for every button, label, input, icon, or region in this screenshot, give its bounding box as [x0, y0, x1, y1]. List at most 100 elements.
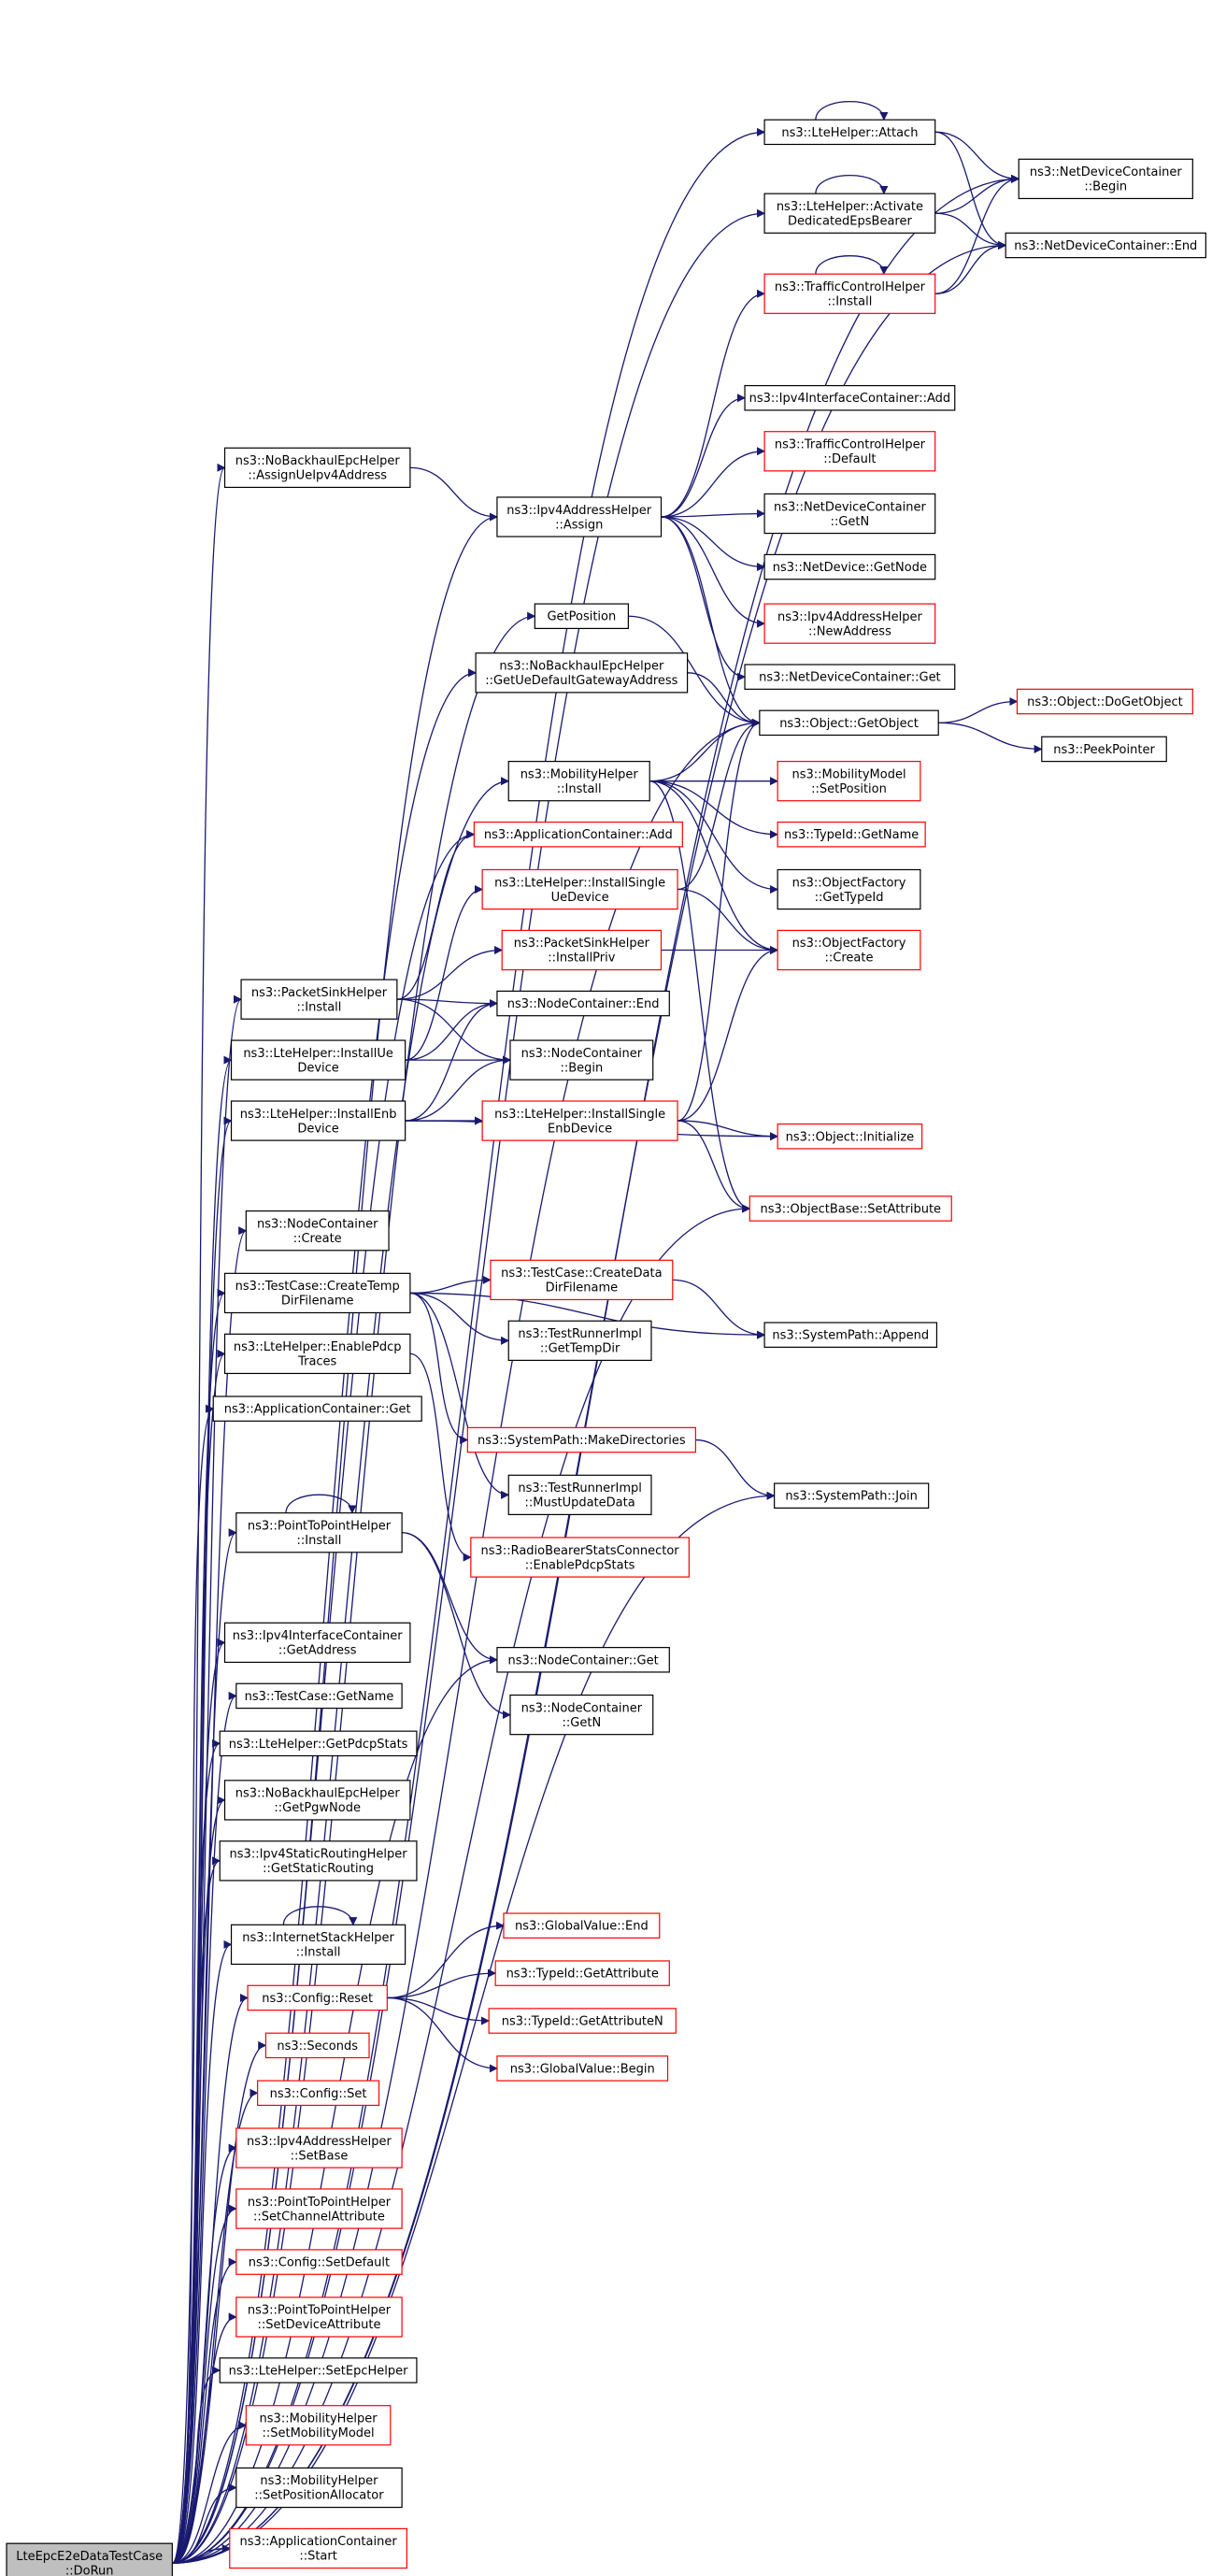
- function-node-tri-mustupdate[interactable]: ns3::TestRunnerImpl::MustUpdateData: [507, 1474, 652, 1516]
- node-label: ns3::PointToPointHelper: [248, 2304, 392, 2318]
- node-box: [777, 760, 921, 802]
- function-node-attach[interactable]: ns3::LteHelper::Attach: [763, 119, 936, 146]
- function-node-mh-setmobility[interactable]: ns3::MobilityHelper::SetMobilityModel: [245, 2405, 392, 2446]
- node-box: [763, 273, 936, 314]
- function-node-typeid-getname[interactable]: ns3::TypeId::GetName: [777, 821, 926, 848]
- function-node-tch-default[interactable]: ns3::TrafficControlHelper::Default: [763, 431, 936, 472]
- function-node-mh-install[interactable]: ns3::MobilityHelper::Install: [507, 760, 650, 802]
- function-node-rbsc-enablepdcp[interactable]: ns3::RadioBearerStatsConnector::EnablePd…: [470, 1537, 690, 1578]
- function-node-ipv4ah-setbase[interactable]: ns3::Ipv4AddressHelper::SetBase: [235, 2127, 403, 2168]
- function-node-typeid-getattrn[interactable]: ns3::TypeId::GetAttributeN: [488, 2008, 677, 2034]
- node-label: ns3::ObjectFactory: [792, 937, 906, 951]
- function-node-peekpointer[interactable]: ns3::PeekPointer: [1041, 736, 1167, 763]
- node-box: [1016, 688, 1193, 715]
- function-node-nc-getn[interactable]: ns3::NodeContainer::GetN: [509, 1694, 654, 1736]
- call-edge: [409, 1292, 469, 1445]
- function-node-tc-getname[interactable]: ns3::TestCase::GetName: [235, 1682, 403, 1710]
- call-edge: [409, 466, 498, 522]
- function-node-root[interactable]: LteEpcE2eDataTestCase::DoRun: [6, 2542, 173, 2576]
- function-node-gv-end[interactable]: ns3::GlobalValue::End: [503, 1912, 661, 1939]
- node-label: ns3::NoBackhaulEpcHelper: [235, 1787, 401, 1801]
- function-node-appc-add[interactable]: ns3::ApplicationContainer::Add: [473, 821, 683, 848]
- function-node-ipv4ic-getaddr[interactable]: ns3::Ipv4InterfaceContainer::GetAddress: [223, 1622, 411, 1664]
- function-node-appc-start[interactable]: ns3::ApplicationContainer::Start: [229, 2527, 407, 2569]
- function-node-ipv4ic-add[interactable]: ns3::Ipv4InterfaceContainer::Add: [744, 384, 956, 411]
- function-node-config-set[interactable]: ns3::Config::Set: [257, 2080, 380, 2107]
- function-node-typeid-getattr[interactable]: ns3::TypeId::GetAttribute: [494, 1960, 670, 1986]
- function-node-sp-makedirs[interactable]: ns3::SystemPath::MakeDirectories: [466, 1426, 696, 1453]
- function-node-obj-dogetobject[interactable]: ns3::Object::DoGetObject: [1016, 688, 1193, 715]
- node-label: ns3::TypeId::GetName: [784, 828, 919, 842]
- function-node-getposition[interactable]: GetPosition: [534, 603, 629, 629]
- function-node-nc-get[interactable]: ns3::NodeContainer::Get: [496, 1647, 670, 1673]
- node-label: ::SetPositionAllocator: [254, 2489, 384, 2503]
- function-node-obj-initialize[interactable]: ns3::Object::Initialize: [777, 1123, 923, 1150]
- function-node-obj-getobject[interactable]: ns3::Object::GetObject: [759, 709, 939, 737]
- function-node-lte-getpdcpstats[interactable]: ns3::LteHelper::GetPdcpStats: [219, 1730, 418, 1757]
- function-node-ipv4ah-newaddr[interactable]: ns3::Ipv4AddressHelper::NewAddress: [763, 603, 936, 644]
- function-node-sp-join[interactable]: ns3::SystemPath::Join: [774, 1482, 930, 1509]
- call-edge: [172, 2204, 237, 2564]
- node-box: [1018, 158, 1193, 200]
- function-node-nd-getnode[interactable]: ns3::NetDevice::GetNode: [763, 553, 936, 580]
- node-label: ::Install: [297, 1534, 342, 1548]
- function-node-nc-end[interactable]: ns3::NodeContainer::End: [496, 990, 670, 1017]
- function-node-nbeh-assign[interactable]: ns3::NoBackhaulEpcHelper::AssignUeIpv4Ad…: [223, 447, 411, 489]
- function-node-ndc-getn[interactable]: ns3::NetDeviceContainer::GetN: [763, 493, 936, 535]
- call-edge: [938, 696, 1019, 723]
- function-node-seconds[interactable]: ns3::Seconds: [264, 2032, 370, 2059]
- function-node-tch-install[interactable]: ns3::TrafficControlHelper::Install: [763, 273, 936, 314]
- call-edge: [677, 945, 779, 1122]
- function-node-sp-append[interactable]: ns3::SystemPath::Append: [763, 1322, 938, 1348]
- function-node-ndc-end[interactable]: ns3::NetDeviceContainer::End: [1005, 232, 1206, 259]
- function-node-ndc-get[interactable]: ns3::NetDeviceContainer::Get: [744, 664, 956, 690]
- function-node-config-setdefault[interactable]: ns3::Config::SetDefault: [235, 2249, 403, 2275]
- call-edge: [934, 174, 1020, 294]
- function-node-ish-install[interactable]: ns3::InternetStackHelper::Install: [230, 1924, 406, 1966]
- node-box: [229, 2527, 407, 2569]
- function-node-psh-install[interactable]: ns3::PacketSinkHelper::Install: [240, 979, 398, 1020]
- call-edge: [172, 2421, 248, 2564]
- function-node-p2p-setdevice[interactable]: ns3::PointToPointHelper::SetDeviceAttrib…: [235, 2297, 403, 2338]
- call-edge: [409, 1292, 766, 1339]
- function-node-nc-create[interactable]: ns3::NodeContainer::Create: [245, 1210, 390, 1252]
- function-node-of-create[interactable]: ns3::ObjectFactory::Create: [777, 929, 921, 971]
- call-edge: [661, 394, 746, 518]
- function-node-appc-get[interactable]: ns3::ApplicationContainer::Get: [212, 1395, 422, 1422]
- function-node-config-reset[interactable]: ns3::Config::Reset: [247, 1984, 388, 2011]
- node-label: ::NewAddress: [808, 624, 891, 638]
- function-node-activate[interactable]: ns3::LteHelper::ActivateDedicatedEpsBear…: [763, 193, 936, 234]
- function-node-ipv4srh-getstatic[interactable]: ns3::Ipv4StaticRoutingHelper::GetStaticR…: [219, 1840, 418, 1882]
- node-label: ::GetTempDir: [540, 1342, 620, 1356]
- node-label: ns3::InternetStackHelper: [242, 1931, 394, 1945]
- function-node-lte-setepc[interactable]: ns3::LteHelper::SetEpcHelper: [219, 2357, 418, 2383]
- function-node-of-gettypeid[interactable]: ns3::ObjectFactory::GetTypeId: [777, 868, 921, 910]
- function-node-objbase-setattr[interactable]: ns3::ObjectBase::SetAttribute: [749, 1195, 952, 1222]
- node-label: Device: [297, 1061, 338, 1075]
- function-node-mm-setpos[interactable]: ns3::MobilityModel::SetPosition: [777, 760, 921, 802]
- function-node-p2p-install[interactable]: ns3::PointToPointHelper::Install: [235, 1512, 403, 1553]
- node-label: ns3::Seconds: [277, 2039, 358, 2054]
- function-node-psh-installpriv[interactable]: ns3::PacketSinkHelper::InstallPriv: [501, 929, 663, 971]
- function-node-ndc-begin[interactable]: ns3::NetDeviceContainer::Begin: [1018, 158, 1193, 200]
- node-label: ns3::NodeContainer: [521, 1701, 643, 1715]
- function-node-p2p-setchannel[interactable]: ns3::PointToPointHelper::SetChannelAttri…: [235, 2188, 403, 2229]
- call-edge: [172, 777, 510, 2564]
- function-node-mh-setposalloc[interactable]: ns3::MobilityHelper::SetPositionAllocato…: [235, 2467, 403, 2509]
- node-box: [509, 1694, 654, 1736]
- function-node-nbeh-gw[interactable]: ns3::NoBackhaulEpcHelper::GetUeDefaultGa…: [475, 652, 689, 694]
- function-node-nbeh-getpgw[interactable]: ns3::NoBackhaulEpcHelper::GetPgwNode: [223, 1780, 411, 1821]
- node-label: ns3::SystemPath::Join: [785, 1490, 917, 1504]
- node-box: [496, 2055, 669, 2082]
- function-node-gv-begin[interactable]: ns3::GlobalValue::Begin: [496, 2055, 669, 2082]
- function-node-tri-gettempdir[interactable]: ns3::TestRunnerImpl::GetTempDir: [507, 1320, 652, 1361]
- function-node-nc-begin[interactable]: ns3::NodeContainer::Begin: [509, 1039, 654, 1080]
- function-node-ipv4ah-assign[interactable]: ns3::Ipv4AddressHelper::Assign: [496, 496, 663, 537]
